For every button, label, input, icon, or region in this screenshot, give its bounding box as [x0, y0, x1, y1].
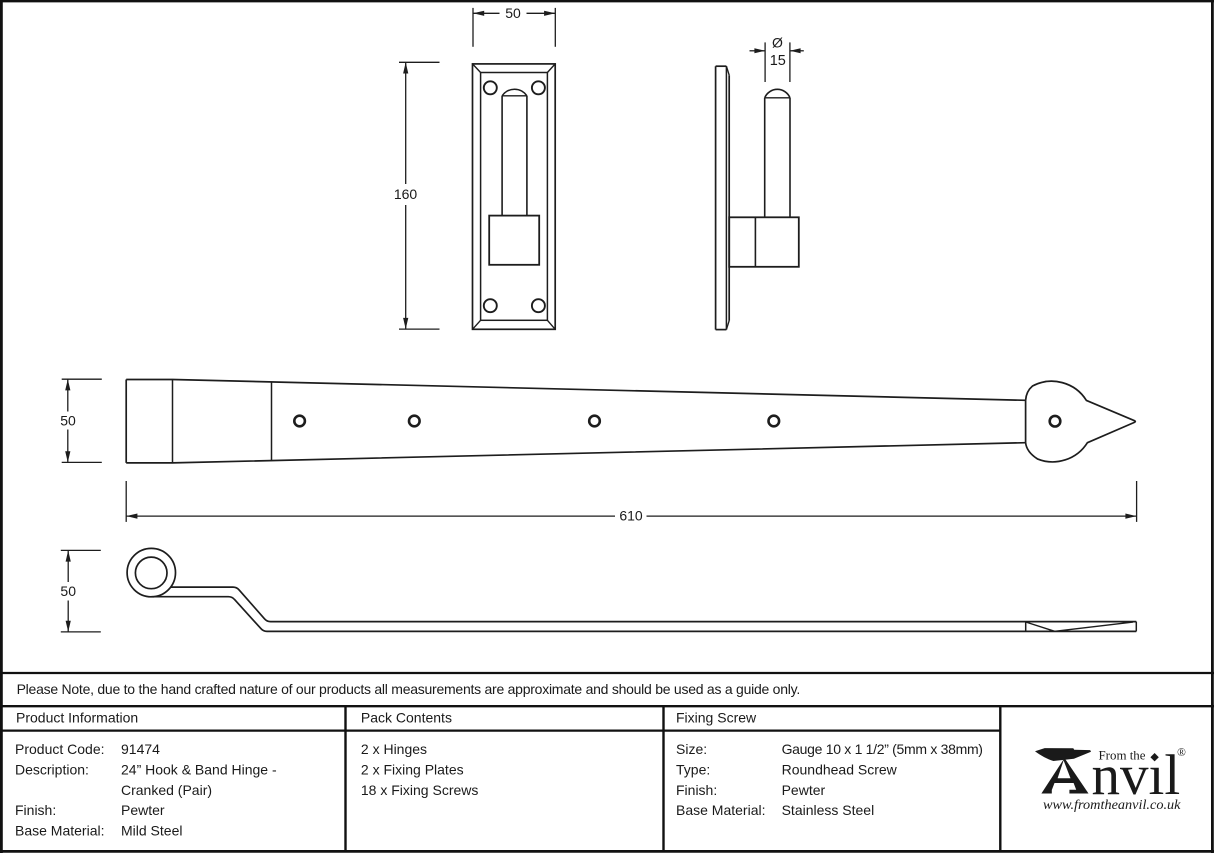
- svg-text:Ø: Ø: [772, 35, 783, 51]
- svg-text:18 x Fixing Screws: 18 x Fixing Screws: [361, 782, 478, 798]
- svg-text:Base Material:: Base Material:: [676, 802, 765, 818]
- svg-text:®: ®: [1177, 747, 1186, 759]
- svg-text:Stainless Steel: Stainless Steel: [782, 802, 875, 818]
- svg-text:Finish:: Finish:: [676, 782, 717, 798]
- svg-text:Size:: Size:: [676, 741, 707, 757]
- svg-text:50: 50: [60, 583, 76, 599]
- svg-text:From the: From the: [1099, 749, 1146, 763]
- svg-text:Product Code:: Product Code:: [15, 741, 105, 757]
- svg-text:Type:: Type:: [676, 761, 710, 777]
- svg-text:nvıl: nvıl: [1092, 744, 1181, 807]
- svg-text:Pewter: Pewter: [782, 782, 826, 798]
- svg-text:24” Hook & Band Hinge -: 24” Hook & Band Hinge -: [121, 761, 277, 777]
- svg-text:2 x Fixing Plates: 2 x Fixing Plates: [361, 761, 464, 777]
- svg-text:160: 160: [394, 186, 418, 202]
- svg-text:Description:: Description:: [15, 761, 89, 777]
- svg-text:610: 610: [619, 508, 643, 524]
- svg-text:Base Material:: Base Material:: [15, 823, 104, 839]
- svg-text:Product Information: Product Information: [16, 709, 138, 725]
- svg-text:Cranked (Pair): Cranked (Pair): [121, 782, 212, 798]
- svg-text:Pack Contents: Pack Contents: [361, 709, 452, 725]
- svg-text:15: 15: [770, 53, 786, 69]
- svg-text:Finish:: Finish:: [15, 802, 56, 818]
- svg-text:Please Note, due to the hand c: Please Note, due to the hand crafted nat…: [17, 681, 800, 697]
- svg-text:2 x Hinges: 2 x Hinges: [361, 741, 427, 757]
- svg-text:50: 50: [505, 5, 521, 21]
- svg-text:Mild Steel: Mild Steel: [121, 823, 182, 839]
- svg-text:91474: 91474: [121, 741, 160, 757]
- svg-text:Pewter: Pewter: [121, 802, 165, 818]
- svg-text:Fixing Screw: Fixing Screw: [676, 709, 757, 725]
- svg-text:50: 50: [60, 412, 76, 428]
- svg-text:www.fromtheanvil.co.uk: www.fromtheanvil.co.uk: [1043, 798, 1181, 813]
- svg-text:Roundhead Screw: Roundhead Screw: [782, 761, 898, 777]
- svg-text:Gauge 10 x 1 1/2” (5mm x 38mm): Gauge 10 x 1 1/2” (5mm x 38mm): [782, 741, 983, 757]
